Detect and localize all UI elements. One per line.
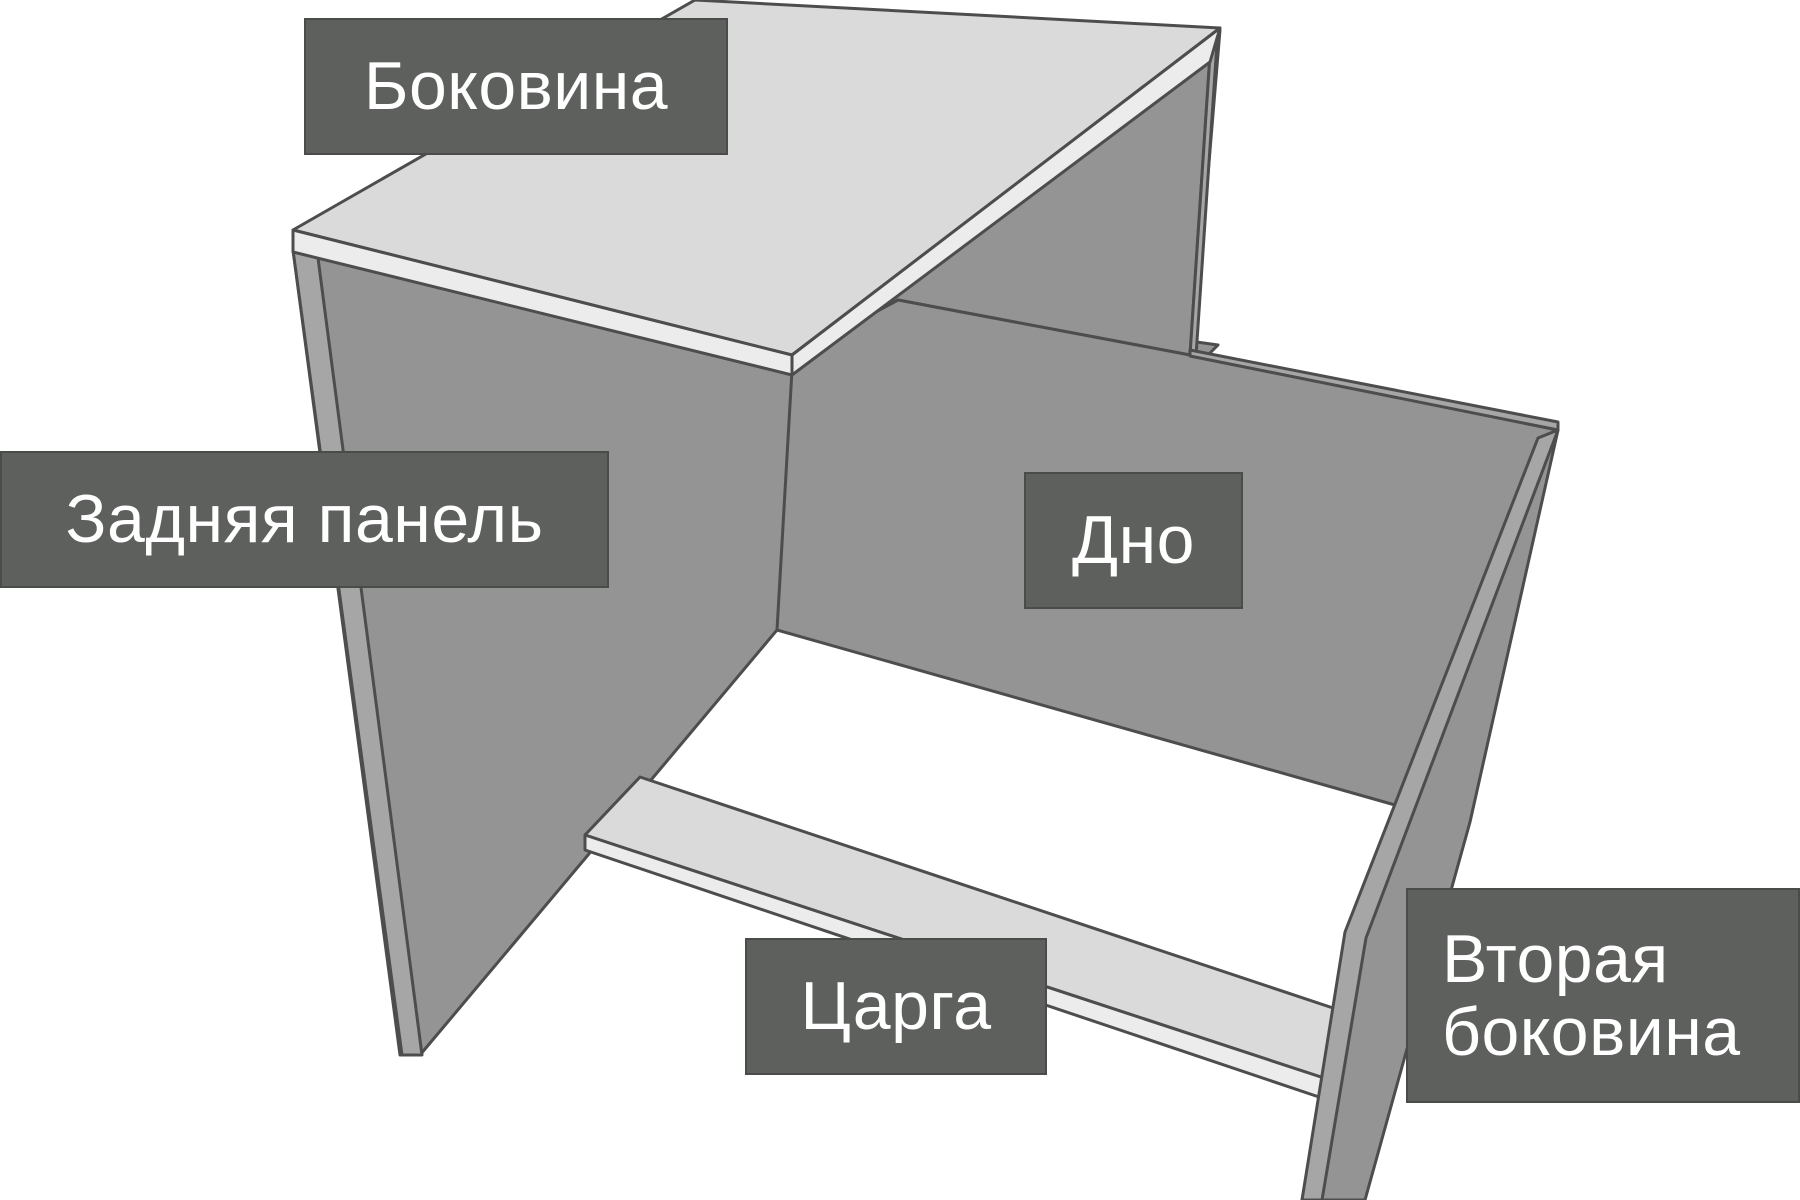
- rail-label: Царга: [745, 938, 1047, 1075]
- back-panel-label-text: Задняя панель: [65, 481, 544, 558]
- bottom-panel-label-text: Дно: [1072, 502, 1195, 579]
- rail-label-text: Царга: [800, 968, 992, 1045]
- side-panel-label-text: Боковина: [363, 48, 669, 125]
- second-side-panel-label-line1: Вторая: [1442, 921, 1669, 998]
- second-side-panel-label: Вторая боковина: [1406, 888, 1800, 1103]
- right-side-panel-front-edge: [1300, 428, 1560, 1200]
- side-panel-label: Боковина: [304, 18, 728, 155]
- top-panel-side-edge: [790, 26, 1222, 377]
- back-panel-label: Задняя панель: [0, 451, 609, 588]
- bottom-panel-label: Дно: [1024, 472, 1243, 609]
- second-side-panel-label-line2: боковина: [1442, 993, 1741, 1070]
